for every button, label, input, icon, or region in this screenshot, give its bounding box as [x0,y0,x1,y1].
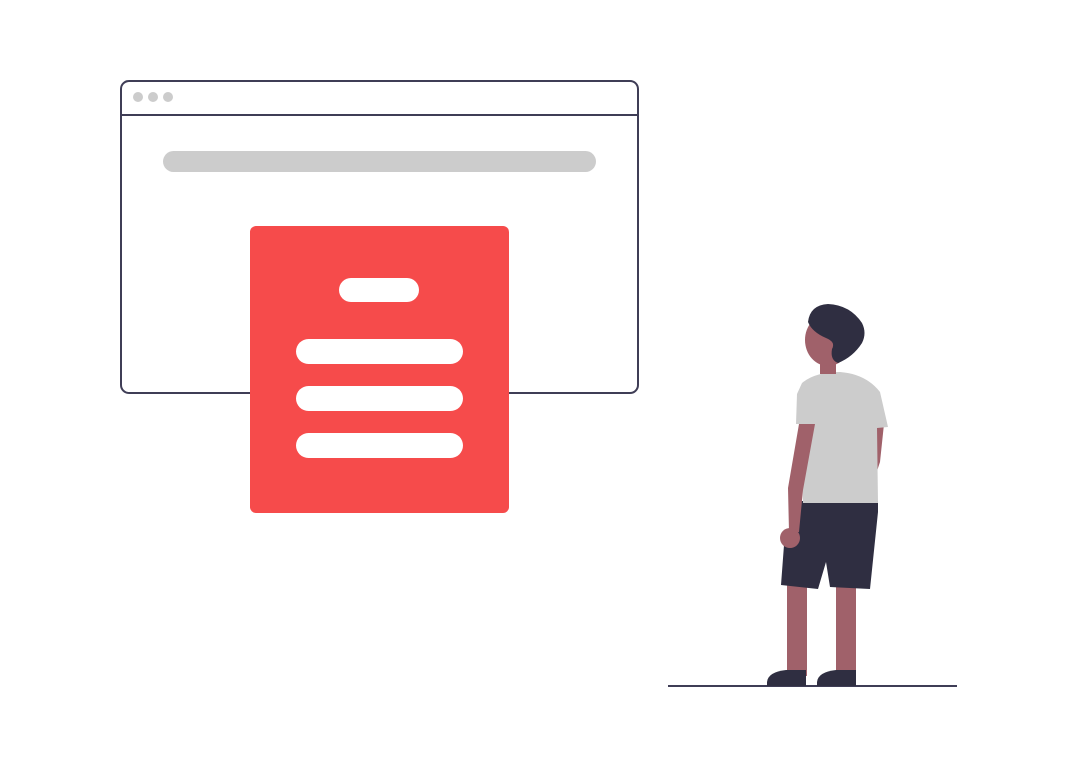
window-controls [133,92,173,102]
document-text-line [296,433,463,458]
person-left-shoe [767,670,806,686]
document-card [250,226,509,513]
person-front-arm [788,424,815,532]
person-hair [808,304,865,363]
person-right-leg [836,575,856,676]
window-dot-icon [148,92,158,102]
person-right-shoe [817,670,856,686]
document-icon [250,226,509,513]
document-text-line [296,386,463,411]
person-illustration [767,304,888,686]
address-bar-placeholder [163,151,596,172]
person-shirt [796,372,888,503]
person-hand [780,528,800,548]
window-dot-icon [163,92,173,102]
document-title-line [339,278,419,302]
window-dot-icon [133,92,143,102]
person-left-leg [787,575,807,676]
document-text-line [296,339,463,364]
person-shorts [781,501,878,589]
